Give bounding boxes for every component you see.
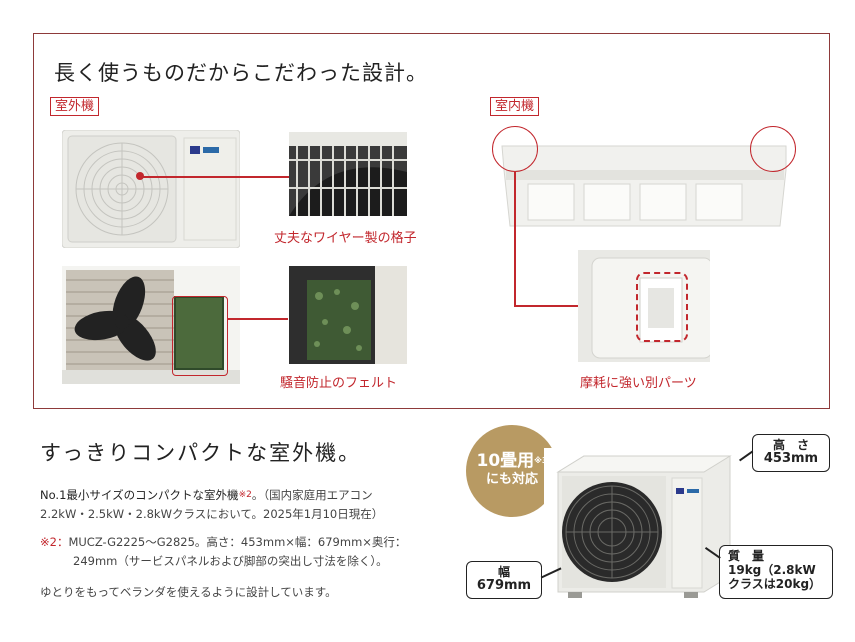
- wire-grille-zoom-image: [289, 132, 407, 216]
- height-dimension-label: 高 さ 453mm: [752, 434, 830, 472]
- compact-description: No.1最小サイズのコンパクトな室外機※2。（国内家庭用エアコン 2.2kW・2…: [40, 486, 383, 524]
- design-title: 長く使うものだからこだわった設計。: [54, 61, 428, 85]
- compact-title: すっきりコンパクトな室外機。: [40, 441, 362, 465]
- grille-callout-line: [140, 176, 300, 178]
- footnote-line1: MUCZ-G2225～G2825。高さ：453mm×幅：679mm×奥行：: [68, 535, 407, 549]
- height-pointer-line: [739, 450, 753, 461]
- mass-label: 質 量: [728, 549, 765, 563]
- grille-callout-dot: [136, 172, 144, 180]
- felt-zoom-image: [289, 266, 407, 364]
- width-dimension-label: 幅 679mm: [466, 561, 542, 599]
- felt-caption: 騒音防止のフェルト: [280, 376, 398, 391]
- parts-callout-vertical-line: [514, 172, 516, 306]
- outdoor-tag: 室外機: [50, 97, 100, 116]
- width-label: 幅: [497, 565, 510, 579]
- indoor-right-highlight-circle: [750, 126, 796, 172]
- felt-callout-line: [228, 318, 288, 320]
- capacity-badge: 10畳用※3 にも対応: [466, 425, 558, 517]
- compact-line1-b: 。（国内家庭用エアコン: [251, 488, 373, 502]
- compact-footnote: ※2：MUCZ-G2225～G2825。高さ：453mm×幅：679mm×奥行：…: [40, 533, 406, 571]
- width-value: 679mm: [476, 578, 532, 593]
- felt-highlight-box: [172, 296, 228, 376]
- mass-value-line1: 19kg（2.8kW: [728, 563, 816, 577]
- indoor-left-highlight-circle: [492, 126, 538, 172]
- indoor-tag: 室内機: [490, 97, 540, 116]
- compact-line1-a: No.1最小サイズのコンパクトな室外機: [40, 488, 239, 502]
- compact-line2: 2.2kW・2.5kW・2.8kWクラスにおいて。2025年1月10日現在）: [40, 507, 384, 521]
- outdoor-unit-front-image: [62, 130, 240, 248]
- height-value: 453mm: [763, 451, 819, 466]
- compact-footer: ゆとりをもってベランダを使えるように設計しています。: [40, 585, 337, 599]
- compact-line1-note: ※2: [238, 490, 252, 500]
- badge-line2: にも対応: [485, 472, 538, 487]
- height-label: 高 さ: [772, 438, 809, 452]
- compact-outdoor-unit-image: [544, 448, 734, 600]
- design-frame: [33, 33, 830, 409]
- indoor-unit-frame-image: [494, 130, 794, 238]
- mass-value-line2: クラスは20kg）: [728, 577, 822, 591]
- footnote-line2: 249mm（サービスパネルおよび脚部の突出し寸法を除く）。: [73, 554, 388, 568]
- part-highlight-dashed-box: [636, 272, 688, 342]
- badge-note: ※3: [534, 456, 548, 465]
- wear-resistant-part-image: [578, 250, 710, 362]
- outdoor-unit-interior-image: [62, 266, 240, 384]
- badge-line1: 10畳用: [476, 451, 535, 471]
- parts-callout-horizontal-line: [514, 305, 636, 307]
- parts-caption: 摩耗に強い別パーツ: [580, 376, 697, 391]
- mass-dimension-label: 質 量 19kg（2.8kW クラスは20kg）: [719, 545, 833, 599]
- grille-caption: 丈夫なワイヤー製の格子: [274, 231, 417, 246]
- footnote-mark: ※2：: [40, 535, 69, 549]
